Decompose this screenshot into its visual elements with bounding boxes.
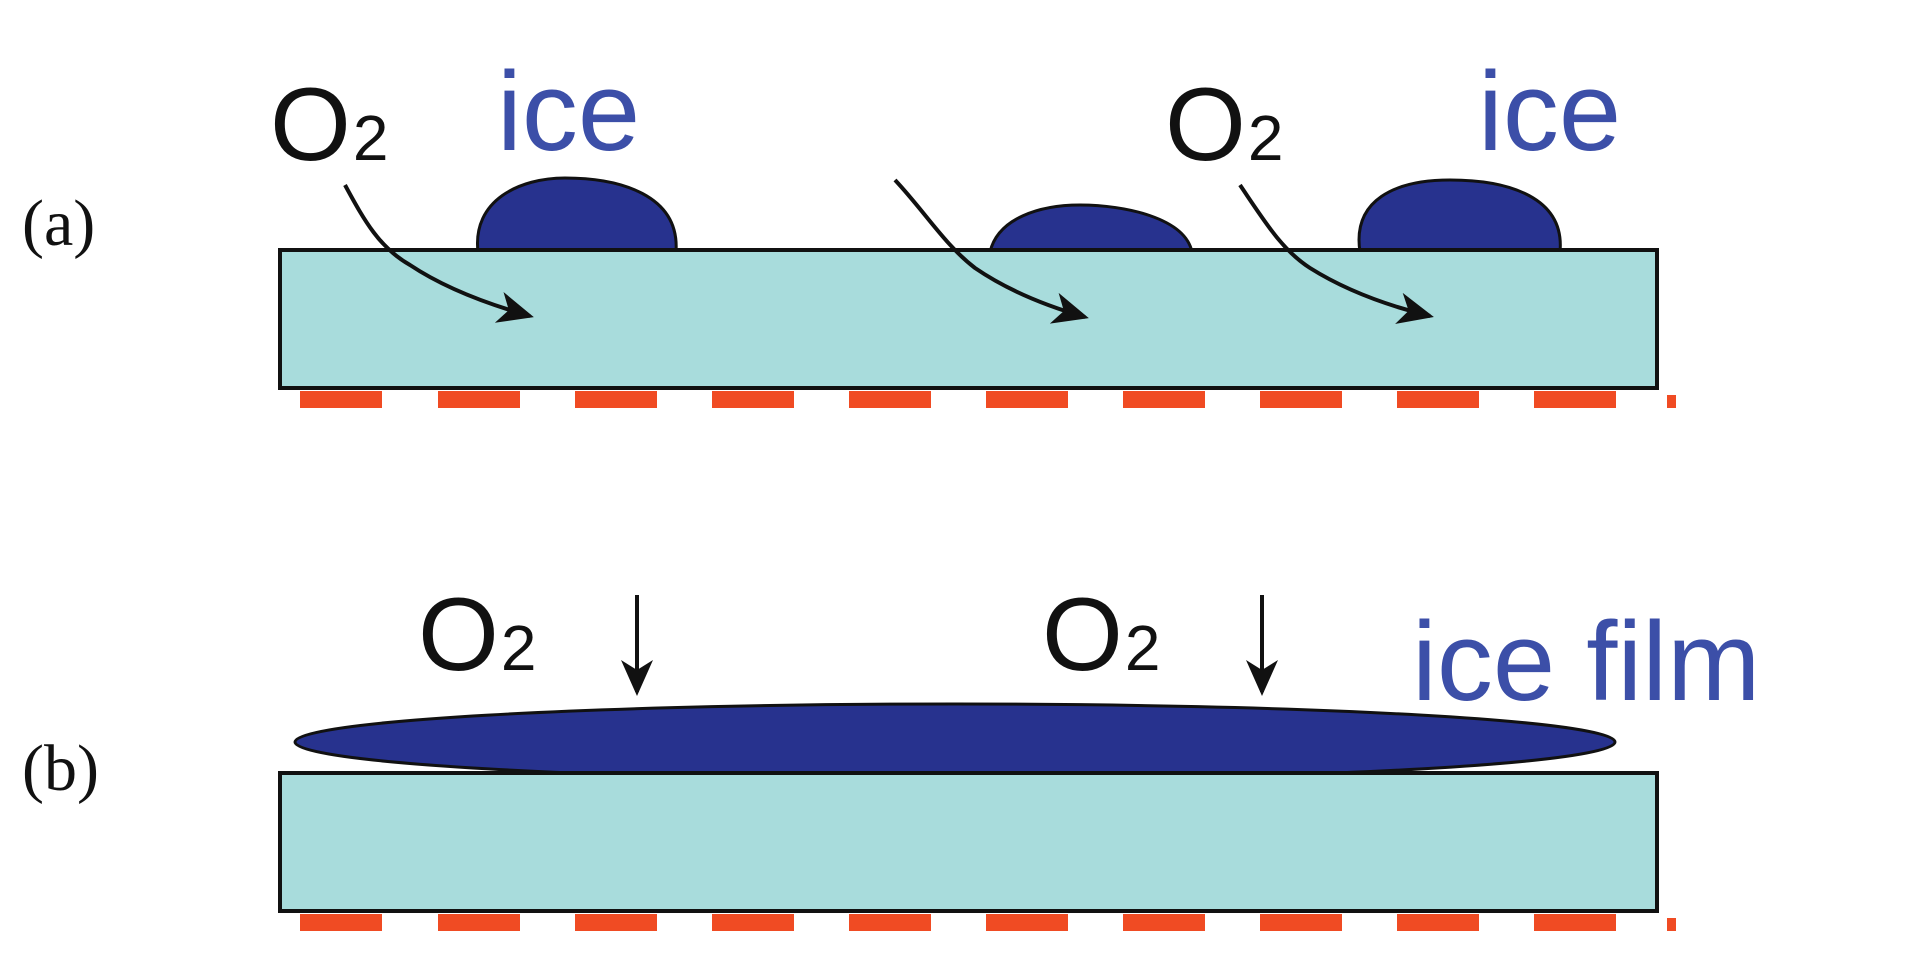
o2-diffusion-arrow-1 bbox=[343, 184, 534, 323]
electrode-dashes-b bbox=[300, 914, 1676, 931]
o2-label-b2: O2 bbox=[1042, 577, 1161, 693]
electrode-dash bbox=[1123, 914, 1205, 931]
electrode-dash bbox=[1397, 391, 1479, 408]
electrode-dash bbox=[986, 914, 1068, 931]
electrode-dot bbox=[1667, 395, 1676, 408]
ice-film-label: ice film bbox=[1412, 599, 1760, 724]
o2-label-a1: O2 bbox=[270, 67, 389, 183]
electrode-dash bbox=[300, 914, 382, 931]
electrode-dash bbox=[1260, 914, 1342, 931]
electrode-dash bbox=[575, 914, 657, 931]
electrode-dash bbox=[438, 914, 520, 931]
electrode-dash bbox=[438, 391, 520, 408]
ice-label-a1: ice bbox=[497, 49, 640, 174]
electrode-dash bbox=[986, 391, 1068, 408]
electrode-dash bbox=[849, 914, 931, 931]
ice-droplet-1 bbox=[476, 176, 678, 254]
o2-diffusion-arrow-2 bbox=[893, 178, 1089, 324]
ice-label-a2: ice bbox=[1478, 49, 1621, 174]
panel-b: (b) O2 O2 ice film bbox=[22, 577, 1760, 931]
electrode-dash bbox=[1397, 914, 1479, 931]
ice-droplet-2 bbox=[988, 203, 1194, 254]
panel-a-label: (a) bbox=[22, 187, 95, 260]
electrode-dash bbox=[1260, 391, 1342, 408]
electrode-dash bbox=[575, 391, 657, 408]
electrode-dash bbox=[1123, 391, 1205, 408]
electrode-dash bbox=[712, 914, 794, 931]
substrate-a bbox=[278, 248, 1659, 390]
electrode-dash bbox=[300, 391, 382, 408]
o2-label-a2: O2 bbox=[1165, 67, 1284, 183]
panel-b-label: (b) bbox=[22, 732, 99, 805]
electrode-dash bbox=[1534, 391, 1616, 408]
electrode-dashes-a bbox=[300, 391, 1676, 408]
ice-droplet-3 bbox=[1357, 178, 1562, 254]
electrode-dash bbox=[712, 391, 794, 408]
electrode-dash bbox=[1534, 914, 1616, 931]
o2-diffusion-arrow-3 bbox=[1238, 183, 1434, 324]
electrode-dash bbox=[849, 391, 931, 408]
o2-label-b1: O2 bbox=[418, 577, 537, 693]
substrate-b bbox=[278, 771, 1659, 913]
panel-a: (a) O2 O2 ice ice bbox=[22, 49, 1676, 408]
electrode-dot bbox=[1667, 918, 1676, 931]
